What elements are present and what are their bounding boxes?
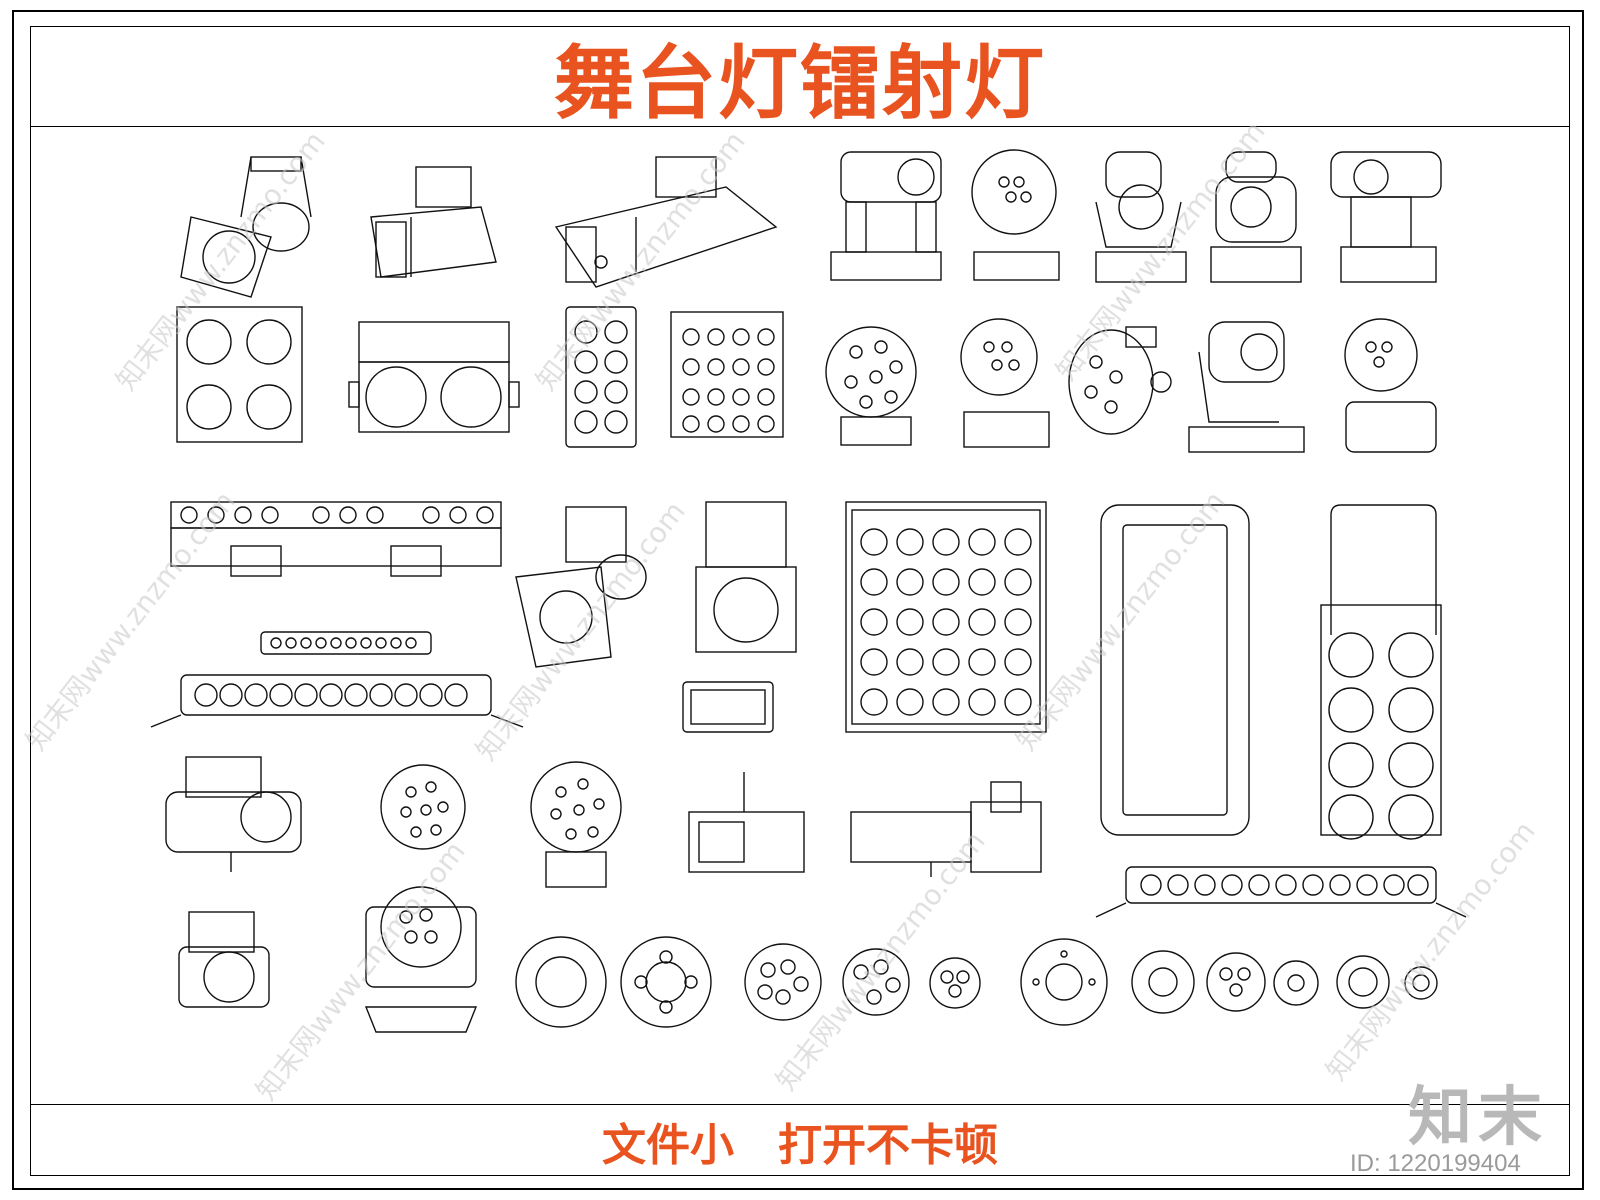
moving-head-light-icon (1330, 151, 1442, 283)
par-can-light-icon (180, 156, 312, 298)
inner-frame (30, 26, 1570, 1176)
page-title: 舞台灯镭射灯 (554, 36, 1046, 130)
lens-plate-icon (1404, 966, 1438, 1000)
lens-plate-icon (682, 681, 774, 733)
led-bar-light-icon (150, 674, 524, 728)
moving-head-light-icon (1095, 151, 1187, 283)
footer: 文件小 打开不卡顿 (31, 1104, 1569, 1176)
lens-plate-icon (515, 936, 607, 1028)
led-matrix-light-icon (670, 311, 784, 438)
profile-spot-light-icon (688, 772, 805, 873)
moving-head-light-icon (1210, 151, 1302, 283)
drawing-canvas (31, 127, 1569, 1103)
header: 舞台灯镭射灯 (31, 27, 1569, 130)
led-bar-light-icon (260, 631, 432, 655)
led-bar-light-icon (1095, 866, 1467, 918)
profile-spot-light-icon (165, 756, 302, 872)
flight-case-panel-icon (1100, 504, 1250, 836)
led-bar-light-icon (170, 501, 502, 577)
moving-head-light-icon (830, 151, 942, 281)
moving-head-light-icon (960, 318, 1050, 448)
mirror-ball-light-icon (380, 764, 466, 850)
blinder-light-icon (348, 321, 520, 433)
blinder-light-icon (1320, 504, 1442, 840)
outer-frame (12, 10, 1584, 1190)
lens-plate-icon (620, 936, 712, 1028)
mirror-ball-light-icon (825, 326, 917, 446)
profile-spot-light-icon (554, 156, 778, 288)
brand-logo: 知末 (1408, 1081, 1548, 1155)
lens-plate-icon (842, 948, 910, 1016)
lamp-drawings (150, 149, 1467, 1033)
mirror-ball-light-icon (530, 761, 622, 888)
moving-head-light-icon (1188, 321, 1305, 453)
fresnel-light-icon (370, 166, 497, 278)
blinder-light-icon (565, 306, 637, 448)
lens-plate-icon (929, 957, 981, 1009)
lens-plate-icon (1273, 960, 1319, 1006)
par-can-light-icon (695, 501, 797, 653)
moving-head-light-icon (971, 149, 1060, 281)
lens-plate-icon (1131, 950, 1195, 1014)
mirror-ball-light-icon (1068, 326, 1172, 435)
id-label: ID: 1220199404 (1350, 1150, 1521, 1177)
lens-plate-icon (1020, 938, 1108, 1026)
lens-plate-icon (1206, 952, 1266, 1012)
profile-spot-light-icon (850, 781, 1042, 877)
par-can-light-icon (515, 506, 647, 668)
moving-head-light-icon (364, 886, 478, 1033)
blinder-light-icon (176, 306, 303, 443)
lens-plate-icon (744, 943, 822, 1021)
led-matrix-light-icon (845, 501, 1047, 733)
moving-head-light-icon (1344, 318, 1437, 453)
lens-plate-icon (1336, 955, 1390, 1009)
footer-slogan: 文件小 打开不卡顿 (602, 1119, 998, 1171)
par-can-light-icon (178, 911, 270, 1008)
